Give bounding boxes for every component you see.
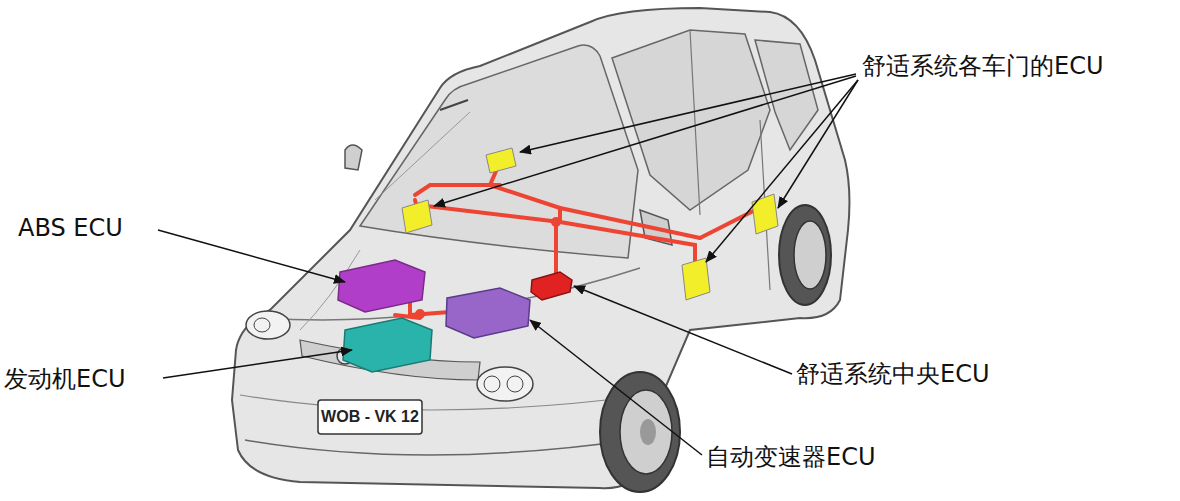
callout-label: 自动变速器ECU xyxy=(706,443,876,472)
callout-label: 舒适系统各车门的ECU xyxy=(862,52,1104,81)
license-plate-text: WOB - VK 12 xyxy=(321,407,419,426)
callout-label: 发动机ECU xyxy=(4,365,126,394)
callout-label: 舒适系统中央ECU xyxy=(796,360,990,389)
callout-label: ABS ECU xyxy=(18,214,123,243)
